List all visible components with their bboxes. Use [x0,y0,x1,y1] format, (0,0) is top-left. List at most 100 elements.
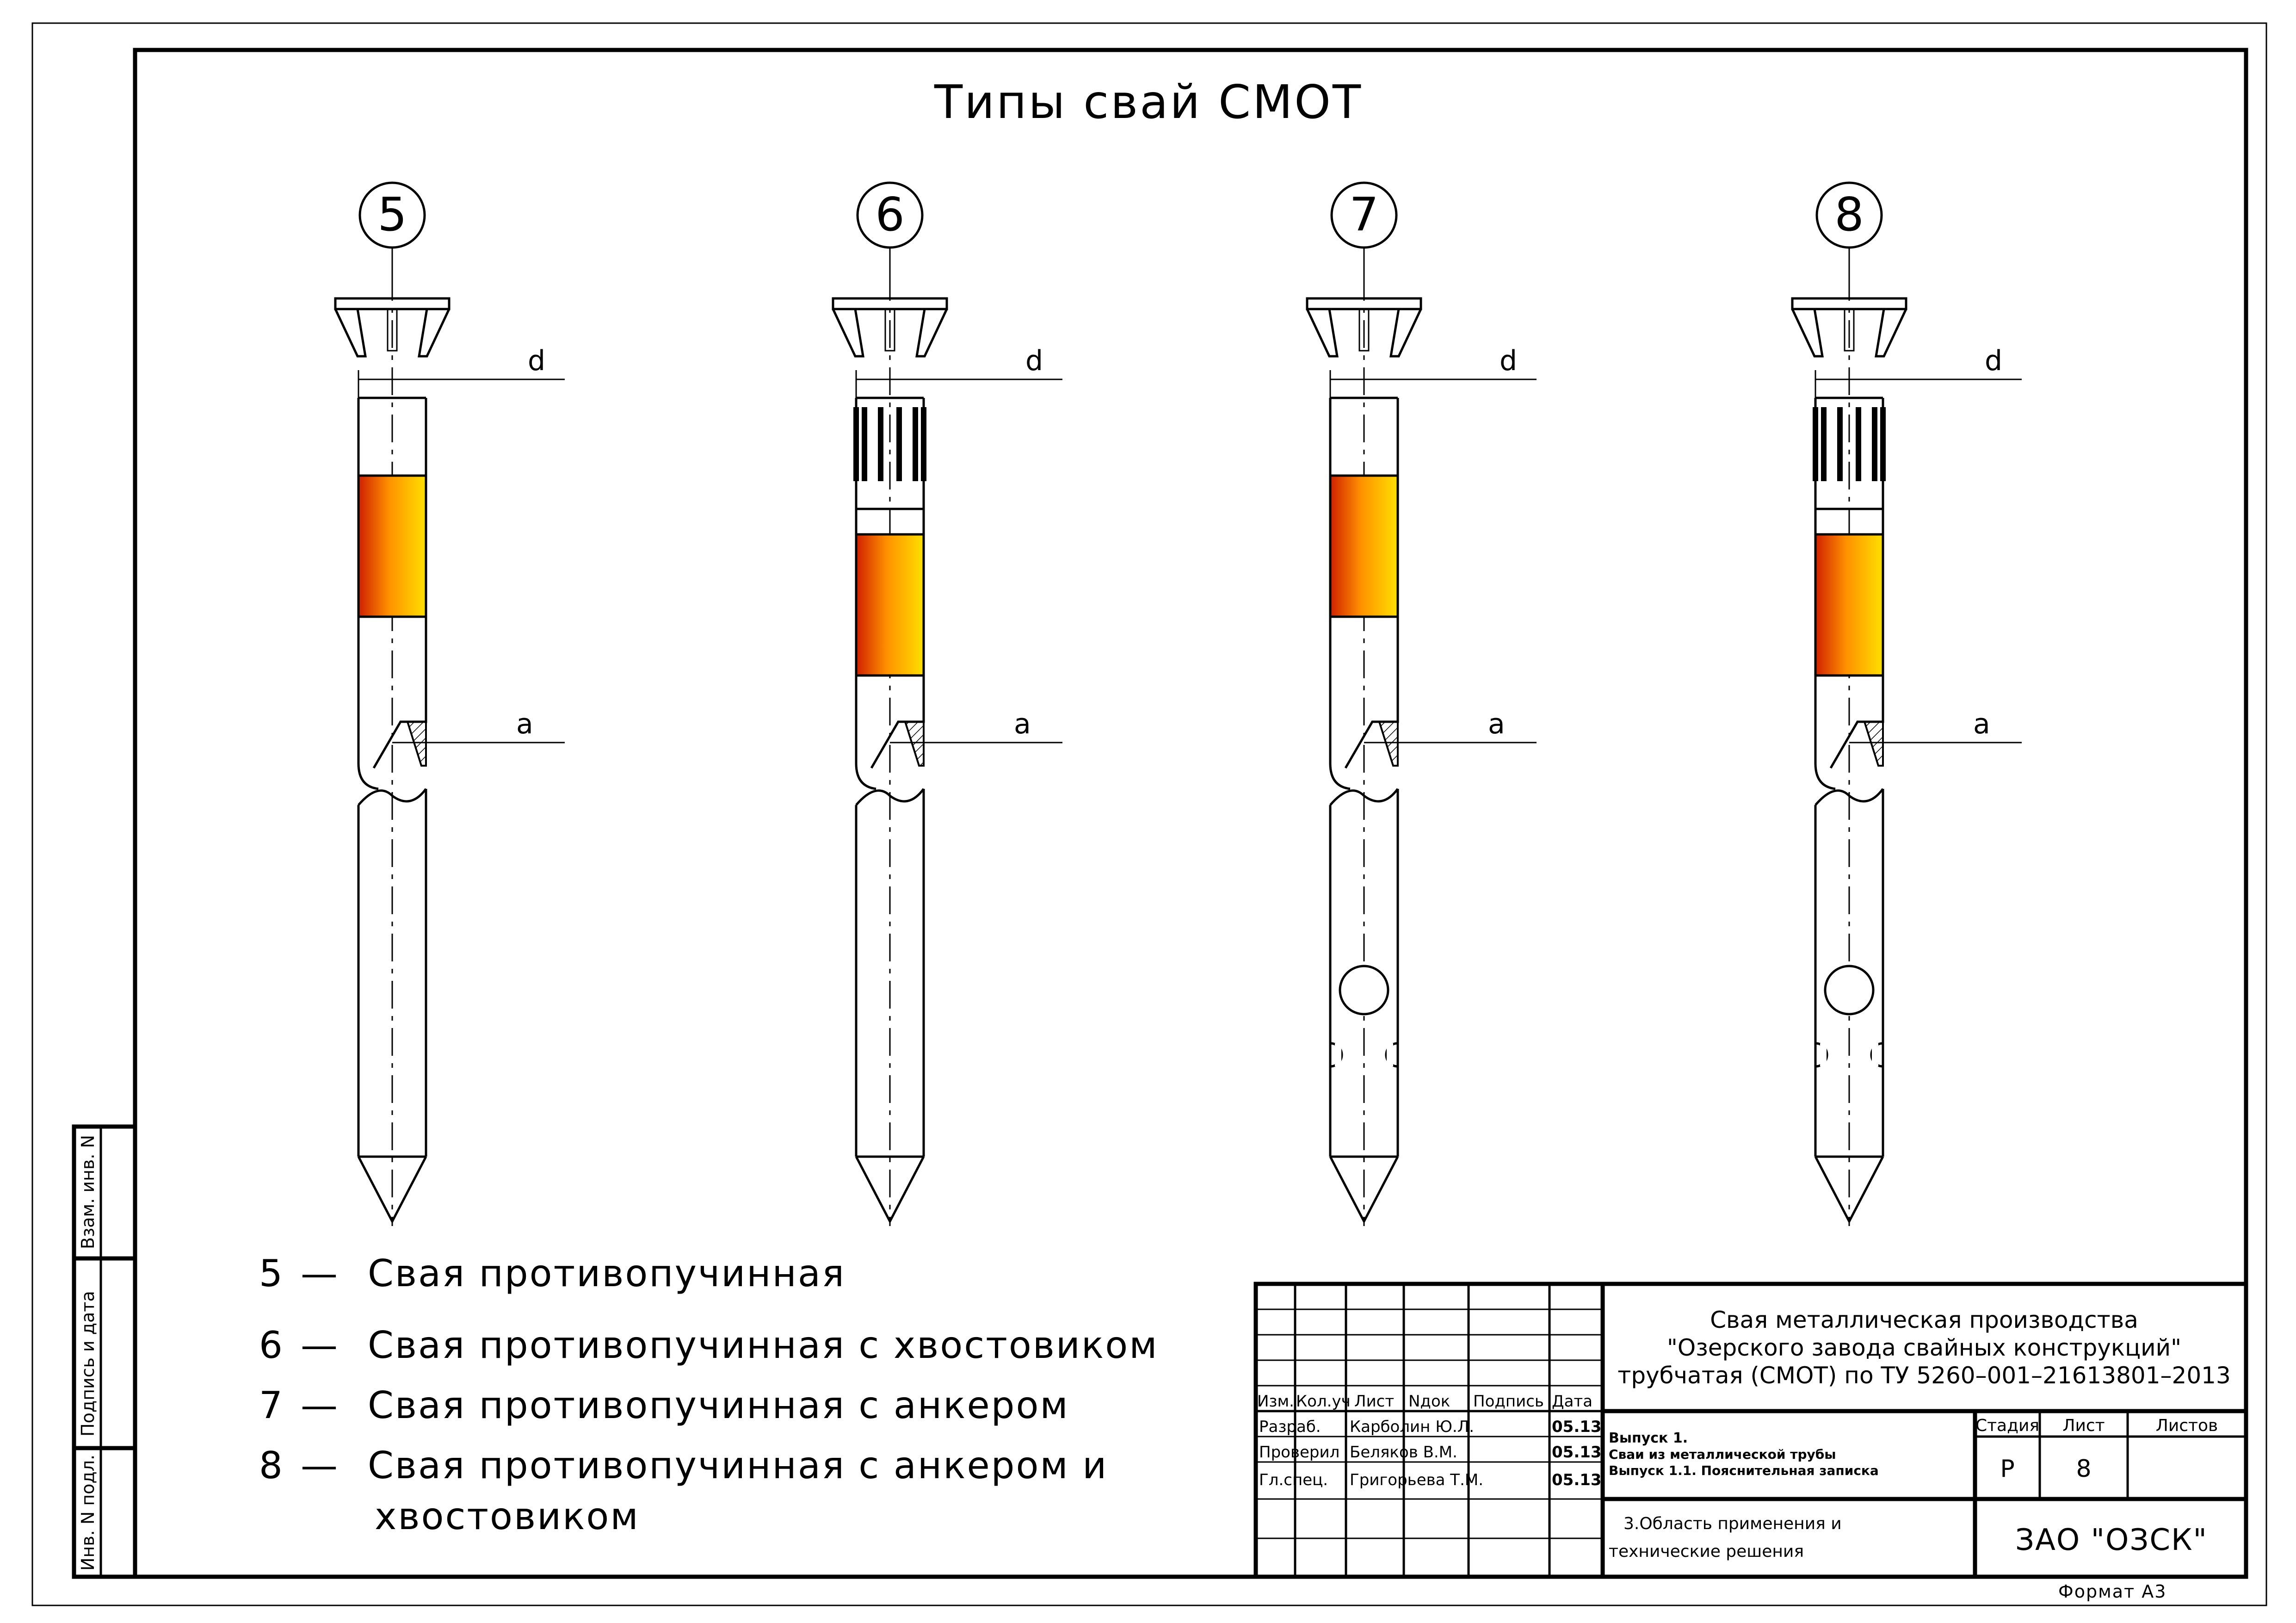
legend-dash: — [301,1252,338,1295]
doc-title-line3: трубчатая (СМОТ) по ТУ 5260–001–21613801… [1617,1362,2231,1389]
legend-text: Свая противопучинная с хвостовиком [368,1324,1159,1367]
weld-hatch [904,721,925,767]
weld-hatch [1863,721,1884,767]
coating-band [1814,533,1884,677]
doc-title-line1: Свая металлическая производства [1710,1307,2138,1333]
cap-leg-right [418,308,451,358]
role-glspec: Гл.спец. [1259,1471,1328,1489]
drawing-title: Типы свай СМОТ [934,75,1363,129]
cap-plate [832,297,948,310]
format-label: Формат А3 [2058,1581,2166,1602]
legend-number: 7 [259,1384,283,1427]
cap-leg-left [1791,308,1824,358]
dim-d-label: d [1985,345,2002,377]
pile-number: 5 [377,187,407,242]
issue-line2: Сваи из металлической трубы [1609,1447,1836,1462]
joint-curve [1329,788,1399,806]
stamp-inv-podl: Инв. N подл. [78,1455,98,1571]
legend: 5 — Свая противопучинная 6 — Свая противопучи… [259,1252,1159,1538]
legend-text: хвостовиком [375,1495,640,1538]
joint-curve [358,788,427,806]
joint-curve [855,788,925,806]
dim-d-label: d [1500,345,1517,377]
lower-tube [1814,789,1884,1157]
legend-text: Свая противопучинная [368,1252,846,1295]
legend-number: 6 [259,1324,283,1367]
notch-gap-left [1335,1043,1341,1066]
legend-dash: — [301,1444,338,1487]
hdr-data: Дата [1552,1392,1592,1411]
name-glspec: Григорьева Т.М. [1350,1471,1483,1489]
role-razrab: Разраб. [1259,1418,1321,1436]
pile-6: 6 d a [832,181,1062,1226]
tail-ribs [1813,407,1886,481]
cap-leg-right [1389,308,1422,358]
name-proveril: Беляков В.М. [1350,1443,1457,1462]
coating-band [855,533,925,677]
legend-number: 5 [259,1252,283,1295]
cap-leg-right [1875,308,1907,358]
dim-a-label: a [516,708,533,740]
section-line1: 3.Область применения и [1623,1514,1842,1533]
legend-dash: — [301,1324,338,1367]
joint-curve [1815,788,1884,806]
pile-tip [855,1156,925,1224]
tail-ribs [853,407,926,481]
issue-line1: Выпуск 1. [1609,1430,1688,1446]
stage-label: Стадия [1975,1416,2039,1435]
hdr-kol: Кол.уч [1296,1392,1351,1411]
coating-band [357,474,427,618]
anchor-hole [1339,965,1389,1016]
pile-number: 8 [1834,187,1864,242]
pile-tip [1814,1156,1884,1224]
pile-8: 8da [1791,181,2022,1226]
date-glspec: 05.13 [1552,1471,1602,1489]
legend-dash: — [301,1384,338,1427]
sheets-label: Листов [2156,1416,2218,1435]
hdr-list: Лист [1354,1392,1394,1411]
pile-number: 7 [1349,187,1379,242]
lower-tube [357,789,427,1157]
cap-leg-right [915,308,948,358]
inner-frame [133,48,2248,1579]
anchor-hole [1824,965,1875,1016]
section-line2: технические решения [1609,1542,1804,1561]
pile-tip [357,1156,427,1224]
cap-leg-left [1306,308,1339,358]
weld-hatch [1378,721,1399,767]
dim-a-label: a [1014,708,1031,740]
date-razrab: 05.13 [1552,1418,1602,1436]
role-proveril: Проверил [1259,1443,1339,1462]
pile-number: 6 [875,187,905,242]
notch-gap-left [1820,1043,1827,1066]
sheet-label: Лист [2062,1416,2105,1435]
notch-gap-right [1387,1043,1393,1066]
legend-text: Свая противопучинная с анкером и [368,1444,1108,1487]
legend-number: 8 [259,1444,283,1487]
pile-5: 5da [334,181,565,1226]
pile-tip [1329,1156,1399,1224]
dim-d-label: d [1025,345,1043,377]
lower-tube [855,789,925,1157]
stamp-podpis-data: Подпись и дата [78,1291,98,1437]
weld-hatch [406,721,427,767]
company-name: ЗАО "ОЗСК" [2015,1523,2208,1557]
doc-title-line2: "Озерского завода свайных конструкций" [1667,1334,2181,1361]
sheet-value: 8 [2076,1455,2091,1483]
cap-leg-left [832,308,864,358]
stamp-vzam-inv: Взам. инв. N [78,1135,98,1249]
date-proveril: 05.13 [1552,1443,1602,1462]
issue-line3: Выпуск 1.1. Пояснительная записка [1609,1463,1879,1478]
coating-band [1329,474,1399,618]
legend-text: Свая противопучинная с анкером [368,1384,1069,1427]
stage-value: Р [2000,1455,2014,1483]
piles-group: 5da 6 d a 7 d a 8 d a [334,181,2022,1226]
cap-leg-left [334,308,367,358]
dim-a-label: a [1488,708,1505,740]
side-stamp: Взам. инв. N Подпись и дата Инв. N подл. [72,1124,137,1579]
pile-7: 7 d a [1306,181,1537,1226]
outer-frame [31,22,2267,1606]
notch-gap-right [1872,1043,1878,1066]
hdr-podpis: Подпись [1473,1392,1544,1411]
